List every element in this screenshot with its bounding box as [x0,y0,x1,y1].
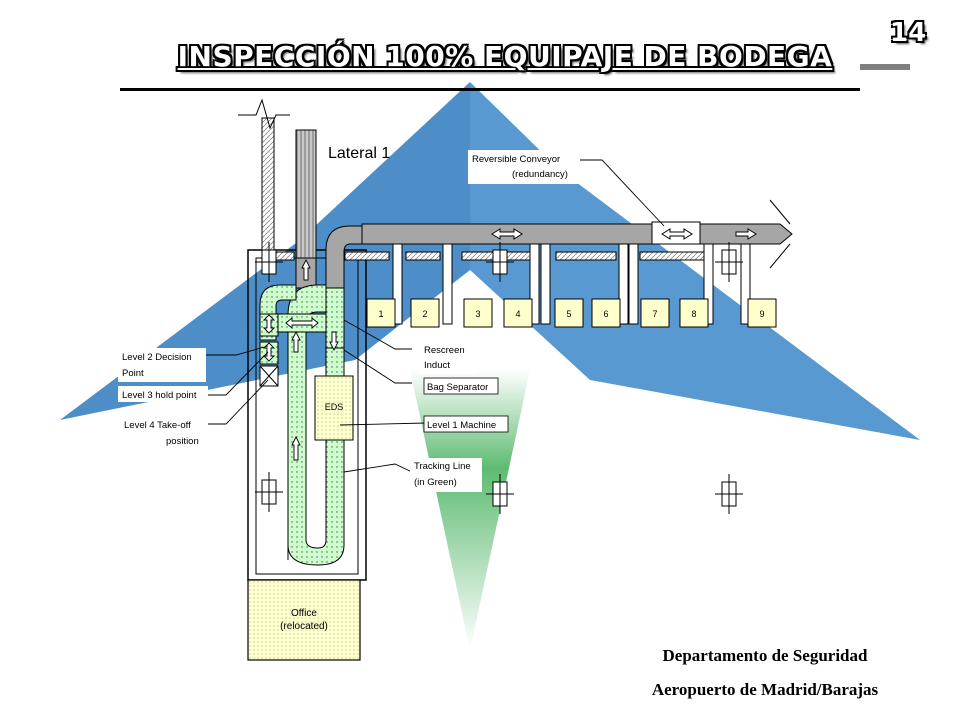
logo-blue-right-wing [470,82,920,440]
footer-airport: Aeropuerto de Madrid/Barajas [651,680,879,699]
svg-text:Point: Point [122,368,144,379]
station-label: 5 [566,309,571,319]
station-label: 7 [652,309,657,319]
bidirectional-arrow-icon [491,228,693,240]
station-label: 6 [603,309,608,319]
logo-green-tail [410,370,530,650]
callout-level4-takeoff: Level 4 Take-off position [118,416,208,450]
svg-text:Level 1 Machine: Level 1 Machine [427,420,496,431]
svg-text:Rescreen: Rescreen [424,345,465,356]
station-1 [366,298,396,328]
station-9 [747,298,777,328]
station-5 [554,298,584,328]
svg-text:Level 4 Take-off: Level 4 Take-off [124,420,191,431]
title-underline [120,88,860,91]
station-7 [640,298,670,328]
office-box [247,579,361,661]
flow-arrows [262,258,339,461]
svg-text:Induct: Induct [424,360,450,371]
structural-column-markers [255,242,743,514]
station-branches [392,243,751,325]
office-sublabel: (relocated) [280,621,328,632]
title-accent-bar [860,64,910,70]
office-label: Office [291,608,317,619]
page-title: INSPECCIÓN 100% EQUIPAJE DE BODEGA [177,40,833,73]
tracking-line-loop [287,284,345,566]
eds-label: EDS [325,402,344,412]
svg-text:(redundancy): (redundancy) [512,169,568,180]
callout-rescreen-induct: Rescreen Induct [420,342,474,374]
station-3 [463,298,493,328]
callout-level1-machine: Level 1 Machine [423,415,509,433]
station-label: 9 [759,309,764,319]
callout-tracking-line: Tracking Line (in Green) [410,458,482,492]
station-6 [591,298,621,328]
station-label: 3 [475,309,480,319]
svg-text:(in Green): (in Green) [414,477,457,488]
right-arrow-icon [735,228,757,240]
callout-reversible-conveyor: Reversible Conveyor (redundancy) [468,150,580,184]
footer-department: Departamento de Seguridad [662,646,868,665]
station-label: 1 [378,309,383,319]
station-2 [410,298,440,328]
svg-text:position: position [166,436,199,447]
callout-leaders [206,159,665,473]
svg-text:Reversible Conveyor: Reversible Conveyor [472,154,560,165]
svg-text:Tracking Line: Tracking Line [414,461,471,472]
callout-bag-separator: Bag Separator [423,377,499,395]
make-up-stations: 1 2 3 4 5 6 7 8 9 [366,298,777,328]
lateral-1-conveyor [295,129,317,259]
station-8 [679,298,709,328]
eds-machine [314,375,354,441]
station-label: 4 [515,309,520,319]
page-number: 14 [890,18,927,48]
level4-takeoff-box [259,365,279,387]
logo-blue-left-wing [60,82,470,420]
svg-text:Bag Separator: Bag Separator [427,382,488,393]
callout-level3-hold: Level 3 hold point [118,386,208,402]
station-4 [503,298,533,328]
station-label: 8 [691,309,696,319]
callout-level2-decision: Level 2 Decision Point [118,348,206,382]
svg-text:Level 3 hold point: Level 3 hold point [122,390,197,401]
exhaust-duct [238,98,290,259]
svg-text:Level 2 Decision: Level 2 Decision [122,352,192,363]
lateral-1-label: Lateral 1 [328,145,390,162]
station-label: 2 [422,309,427,319]
main-sortation-conveyor [361,223,703,245]
